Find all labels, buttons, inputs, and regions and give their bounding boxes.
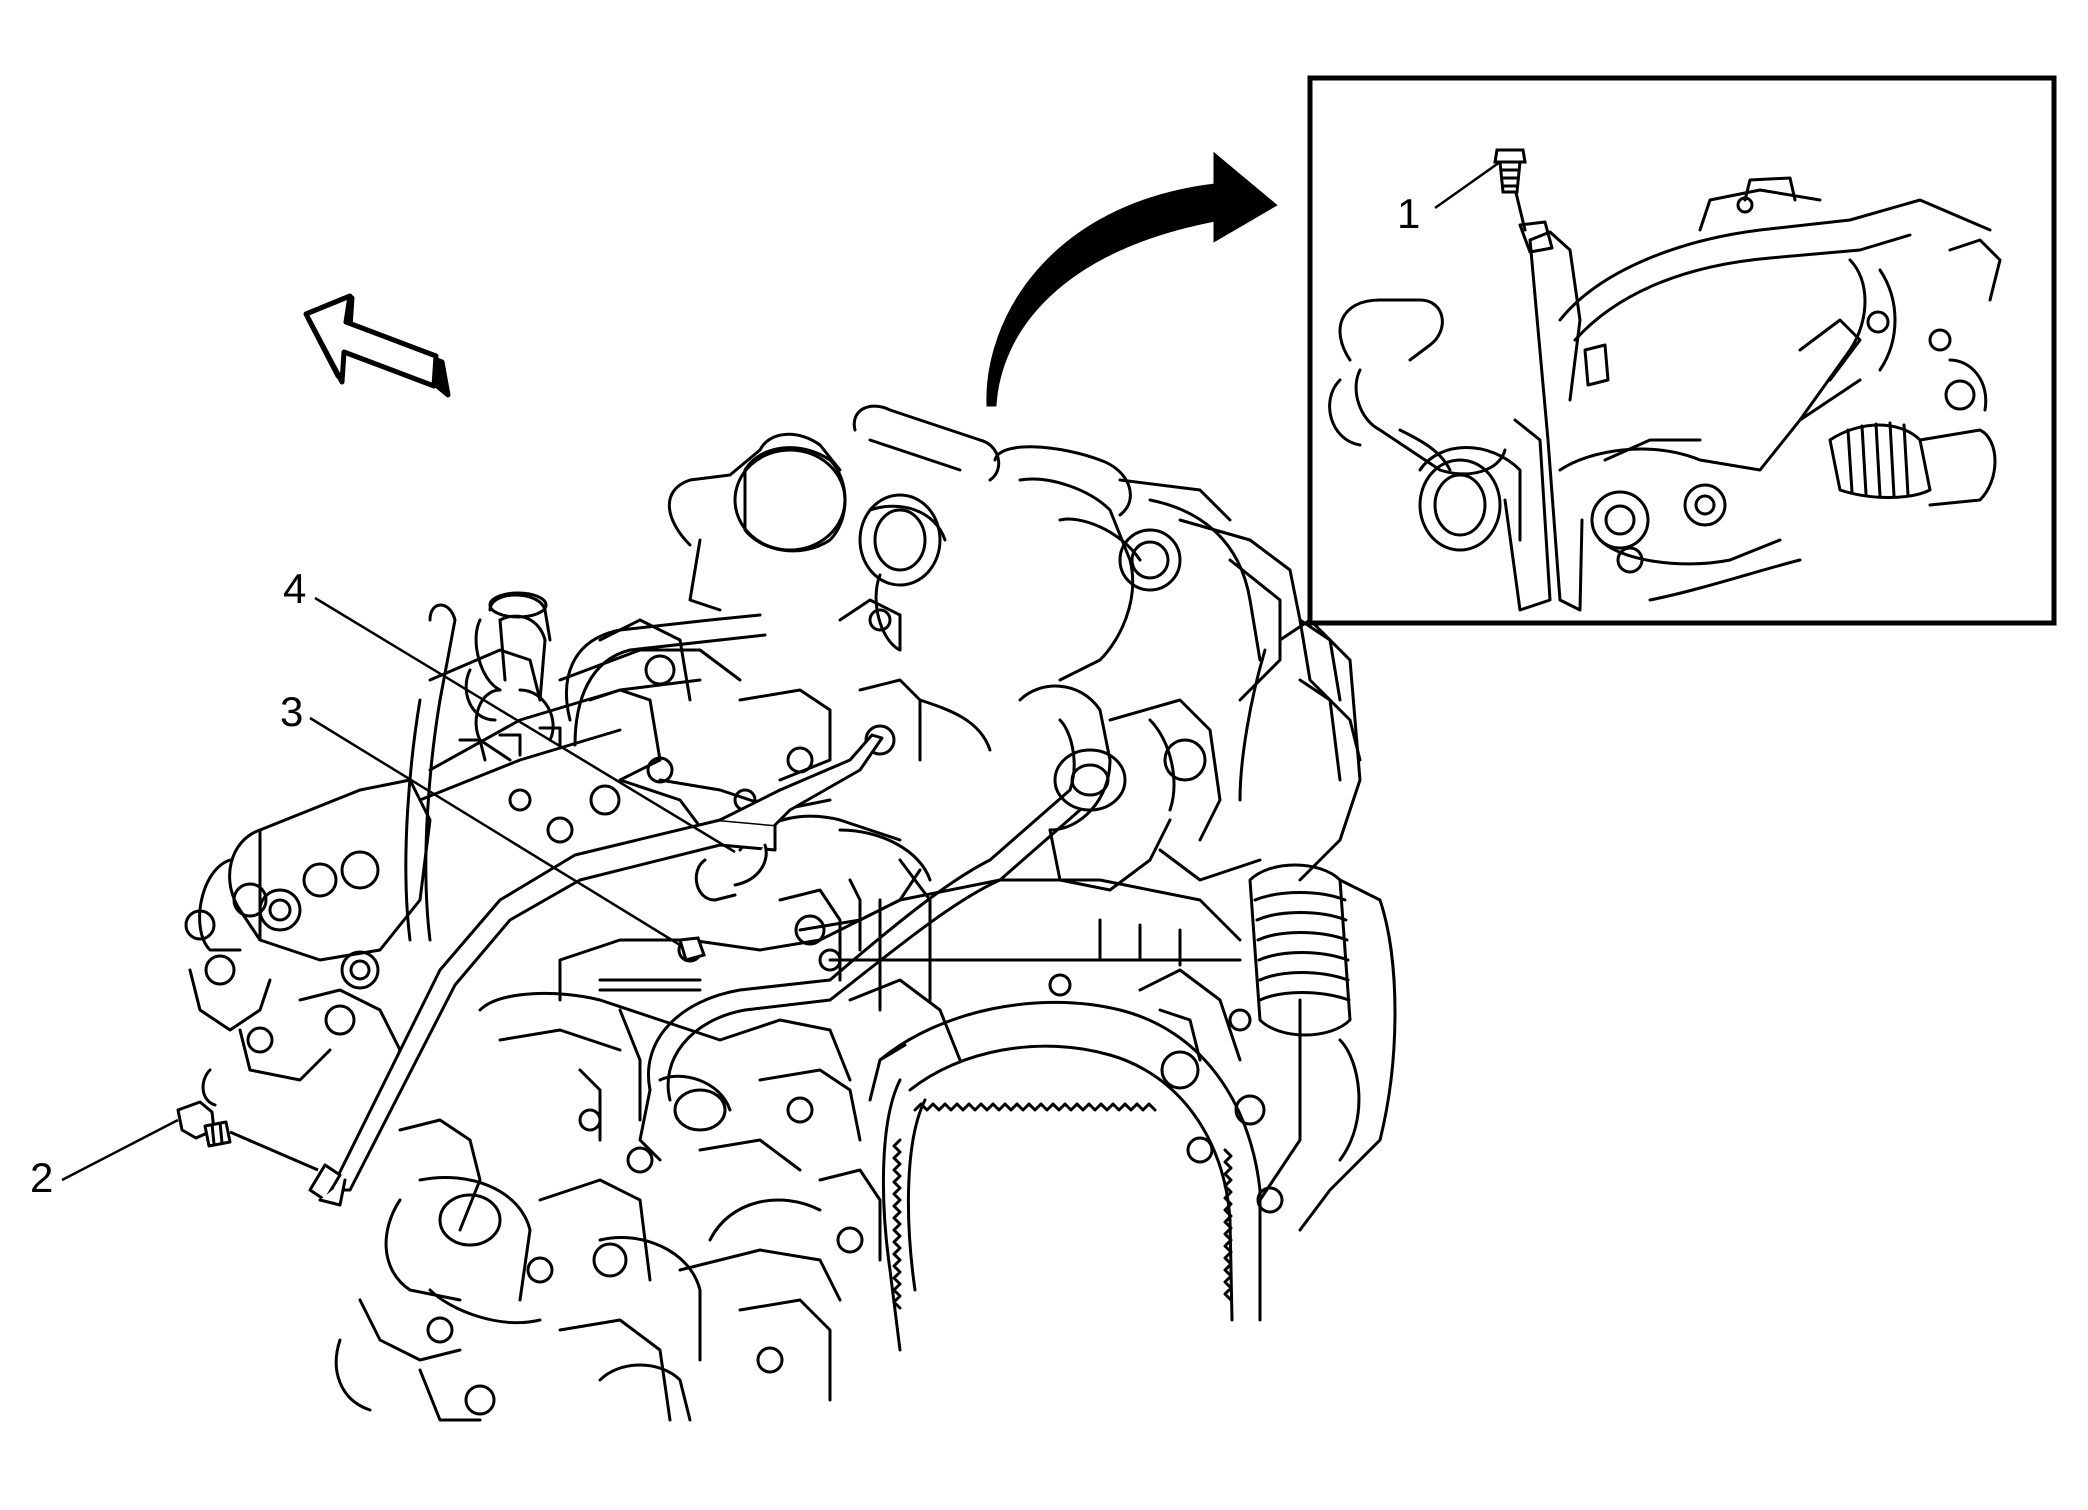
detail-inset-frame <box>1307 75 2057 626</box>
callout-4: 4 <box>283 565 306 612</box>
bolt-3 <box>677 936 706 963</box>
leader-4 <box>314 596 736 854</box>
detail-inset <box>1307 75 2057 626</box>
callout-2: 2 <box>30 1154 53 1201</box>
curved-arrow-icon <box>986 151 1278 407</box>
oil-feed-tube <box>308 733 884 1207</box>
leader-2 <box>61 1118 179 1182</box>
leader-1 <box>1434 160 1501 210</box>
view-direction-arrow-icon <box>303 293 451 398</box>
callout-1: 1 <box>1397 190 1420 237</box>
leader-3 <box>309 716 681 947</box>
bolt-1 <box>1493 148 1527 194</box>
leader-lines <box>61 160 1501 1182</box>
engine-line-art <box>184 404 1397 1422</box>
bolt-2 <box>176 1100 319 1172</box>
callout-3: 3 <box>280 688 303 735</box>
return-line <box>638 718 1082 1162</box>
